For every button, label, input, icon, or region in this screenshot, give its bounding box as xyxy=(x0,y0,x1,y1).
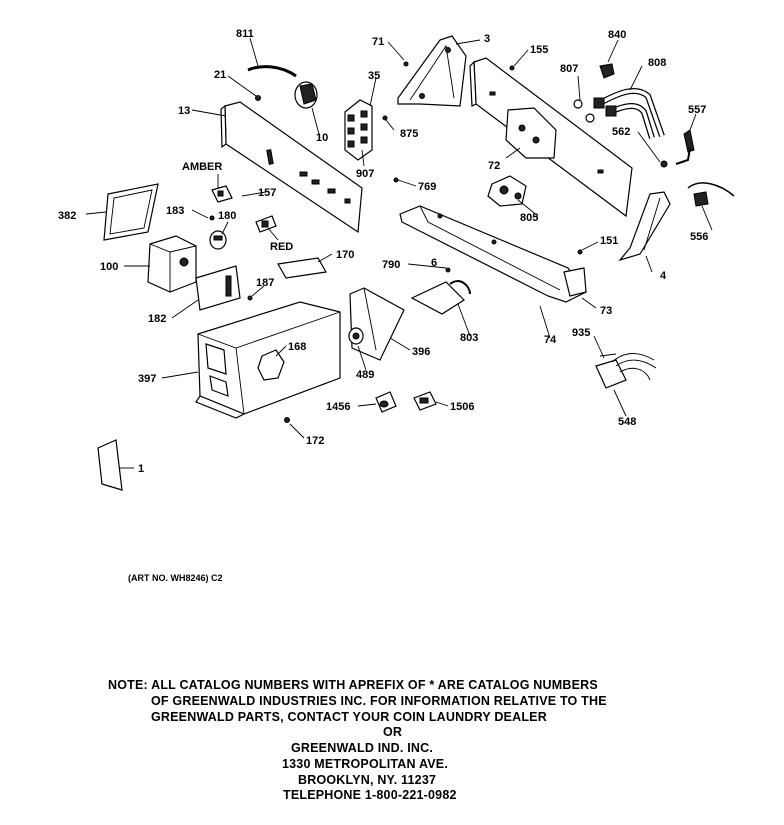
note-line: TELEPHONE 1-800-221-0982 xyxy=(283,788,457,802)
label-74: 74 xyxy=(544,334,557,346)
part-382-cover xyxy=(103,183,159,241)
label-4: 4 xyxy=(660,270,667,282)
leader-lines xyxy=(85,37,713,469)
note-line: 1330 METROPOLITAN AVE. xyxy=(282,757,449,771)
part-3-bracket xyxy=(397,35,467,107)
label-13: 13 xyxy=(178,105,190,117)
label-168: 168 xyxy=(288,341,306,353)
label-1: 1 xyxy=(138,463,144,475)
note-line: NOTE: ALL CATALOG NUMBERS WITH APREFIX O… xyxy=(108,678,598,692)
label-811: 811 xyxy=(236,28,254,40)
label-808: 808 xyxy=(648,57,666,69)
label-935: 935 xyxy=(572,327,590,339)
label-1506: 1506 xyxy=(450,401,474,413)
note-line: OR xyxy=(383,725,403,739)
part-100-timer xyxy=(147,235,197,293)
part-1506-fitting xyxy=(413,391,437,411)
part-805-valve xyxy=(487,175,527,207)
label-21: 21 xyxy=(214,69,226,81)
label-3: 3 xyxy=(484,33,490,45)
part-labels: 811 21 13 10 35 71 3 155 840 807 808 557… xyxy=(58,28,708,475)
note-line: BROOKLYN, NY. 11237 xyxy=(298,773,437,787)
part-1-manual xyxy=(97,439,123,491)
part-13-control-panel xyxy=(220,101,363,234)
label-548: 548 xyxy=(618,416,636,428)
part-557-cord xyxy=(675,129,695,165)
label-183: 183 xyxy=(166,205,184,217)
label-840: 840 xyxy=(608,29,626,41)
part-1456-fitting xyxy=(375,391,397,413)
part-170-label xyxy=(277,257,327,279)
label-875: 875 xyxy=(400,128,418,140)
label-157: 157 xyxy=(258,187,276,199)
label-10: 10 xyxy=(316,132,328,144)
part-4-bracket xyxy=(618,191,671,262)
label-180: 180 xyxy=(218,210,236,222)
note-line: GREENWALD PARTS, CONTACT YOUR COIN LAUND… xyxy=(151,710,547,724)
note-line: GREENWALD IND. INC. xyxy=(291,741,433,755)
label-397: 397 xyxy=(138,373,156,385)
label-562: 562 xyxy=(612,126,630,138)
label-amber: AMBER xyxy=(182,161,222,173)
label-100: 100 xyxy=(100,261,118,273)
label-71: 71 xyxy=(372,36,384,48)
part-10-timer-knob xyxy=(294,81,318,109)
label-489: 489 xyxy=(356,369,374,381)
part-182-bracket xyxy=(195,265,241,311)
art-number: (ART NO. WH8246) C2 xyxy=(128,573,223,583)
part-556-cord xyxy=(687,182,735,207)
label-803: 803 xyxy=(460,332,478,344)
part-807-grommet xyxy=(573,99,583,109)
part-769-screw xyxy=(393,177,399,183)
part-397-console-housing xyxy=(195,301,341,419)
label-557: 557 xyxy=(688,104,706,116)
label-182: 182 xyxy=(148,313,166,325)
part-807-grommet-2 xyxy=(585,113,595,123)
part-172-screw xyxy=(284,417,290,423)
part-907-switch-bank xyxy=(344,99,373,161)
part-6-screw xyxy=(445,267,451,273)
part-548-wire-harness xyxy=(595,353,657,389)
label-35: 35 xyxy=(368,70,380,82)
label-1456: 1456 xyxy=(326,401,350,413)
part-808-hose xyxy=(593,87,665,139)
label-187: 187 xyxy=(256,277,274,289)
part-803-inlet xyxy=(410,280,471,315)
label-807: 807 xyxy=(560,63,578,75)
part-21-screw xyxy=(255,95,261,101)
part-72-back-panel xyxy=(469,57,633,218)
part-396-bracket xyxy=(349,287,405,361)
part-187-screw xyxy=(247,295,253,301)
part-155-screw xyxy=(509,65,515,71)
label-396: 396 xyxy=(412,346,430,358)
label-72: 72 xyxy=(488,160,500,172)
part-840-knob xyxy=(599,63,615,79)
part-489-knob xyxy=(348,327,364,345)
part-151-screw xyxy=(577,249,583,255)
label-6: 6 xyxy=(431,257,437,269)
part-180-knob xyxy=(209,230,227,250)
label-151: 151 xyxy=(600,235,618,247)
label-769: 769 xyxy=(418,181,436,193)
part-red-indicator xyxy=(255,215,277,233)
part-74-dispenser-trough xyxy=(399,205,587,303)
part-875-screw xyxy=(382,115,388,121)
part-amber-indicator xyxy=(211,185,233,203)
label-red: RED xyxy=(270,241,293,253)
part-71-screw xyxy=(403,61,409,67)
note-line: OF GREENWALD INDUSTRIES INC. FOR INFORMA… xyxy=(151,694,607,708)
label-556: 556 xyxy=(690,231,708,243)
label-382: 382 xyxy=(58,210,76,222)
part-183-screw xyxy=(209,215,215,221)
label-155: 155 xyxy=(530,44,548,56)
label-790: 790 xyxy=(382,259,400,271)
label-907: 907 xyxy=(356,168,374,180)
label-170: 170 xyxy=(336,249,354,261)
part-811-hose xyxy=(247,65,297,78)
part-562-connector xyxy=(660,160,668,168)
label-172: 172 xyxy=(306,435,324,447)
label-805: 805 xyxy=(520,212,538,224)
label-73: 73 xyxy=(600,305,612,317)
